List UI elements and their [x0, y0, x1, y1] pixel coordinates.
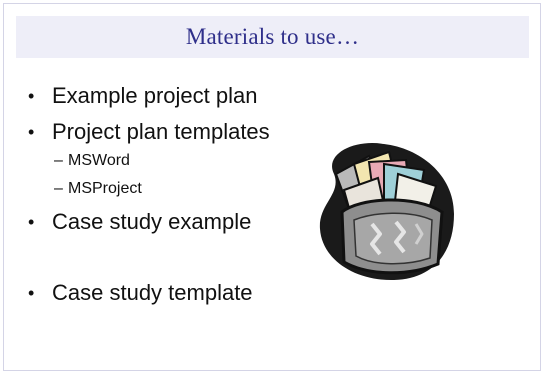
sub-bullet-marker: – — [54, 180, 63, 197]
slide-title: Materials to use… — [185, 24, 360, 49]
bullet-text: Example project plan — [52, 83, 258, 108]
sub-bullet-marker: – — [54, 152, 63, 169]
bullet-marker: • — [28, 86, 35, 106]
bullet-text: Case study template — [52, 280, 253, 305]
bullet-marker: • — [28, 283, 35, 303]
bullet-text: Case study example — [52, 209, 252, 234]
slide: Materials to use… • Example project plan… — [3, 3, 541, 371]
bullet-marker: • — [28, 122, 35, 142]
bullet-text: Project plan templates — [52, 119, 270, 144]
folder-organizer-icon — [319, 143, 454, 281]
sub-bullet-text: MSWord — [68, 152, 130, 169]
bullet-marker: • — [28, 212, 35, 232]
title-bar: Materials to use… — [16, 16, 529, 58]
sub-bullet-text: MSProject — [68, 180, 142, 197]
